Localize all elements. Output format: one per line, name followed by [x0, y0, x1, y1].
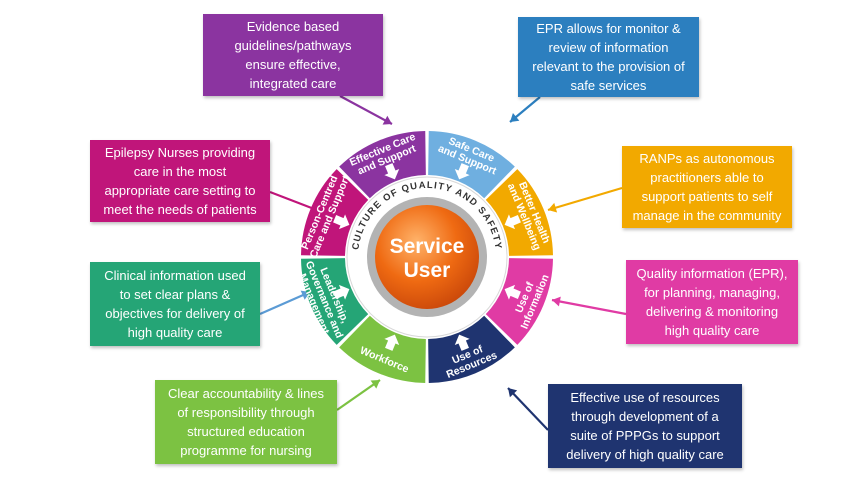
box-line: integrated care: [249, 76, 337, 91]
box-line: meet the needs of patients: [103, 202, 257, 217]
epilepsy-nurses-box: Epilepsy Nurses providing care in the mo…: [90, 140, 270, 222]
wheel-segment: [485, 169, 553, 256]
box-line: care in the most: [133, 164, 227, 179]
connector-line: [339, 95, 393, 125]
box-line: Quality information (EPR),: [636, 266, 788, 281]
epr-monitor-box: EPR allows for monitor & review of infor…: [518, 17, 699, 97]
box-line: delivery of high quality care: [566, 447, 724, 462]
box-line: support patients to self: [641, 189, 773, 204]
box-line: ensure effective,: [245, 57, 341, 72]
box-line: Clear accountability & lines: [167, 386, 325, 401]
connector-line: [259, 290, 311, 316]
box-line: for planning, managing,: [644, 285, 780, 300]
box-line: appropriate care setting to: [104, 183, 256, 198]
accountability-box: Clear accountability & lines of responsi…: [155, 380, 337, 464]
box-line: Clinical information used: [104, 268, 246, 283]
connector-arrowhead: [510, 113, 520, 122]
inward-arrow-icon: [333, 214, 350, 230]
box-line: high quality care: [664, 323, 760, 338]
wheel-segment: [301, 169, 369, 256]
wheel-segment: [485, 258, 553, 345]
inward-arrow-icon: [454, 163, 470, 180]
evidence-guidelines-box: Evidence based guidelines/pathways ensur…: [203, 14, 383, 96]
inward-arrow-icon: [504, 284, 521, 300]
box-line: practitioners able to: [650, 170, 764, 185]
connector-line: [507, 387, 549, 431]
box-line: objectives for delivery of: [105, 306, 245, 321]
connector-line: [551, 298, 627, 316]
box-line: manage in the community: [632, 208, 782, 223]
box-line: to set clear plans &: [119, 287, 231, 302]
wheel-segment: [339, 131, 426, 199]
inward-arrow-icon: [333, 284, 350, 300]
box-line: guidelines/pathways: [234, 38, 352, 53]
ranps-box: RANPs as autonomous practitioners able t…: [622, 146, 792, 228]
inward-arrow-icon: [384, 163, 400, 180]
wheel-segment: [428, 315, 515, 383]
wheel-segment: [301, 258, 369, 345]
box-line: relevant to the provision of: [532, 59, 685, 74]
box-line: programme for nursing: [180, 443, 312, 458]
box-line: of responsibility through: [177, 405, 315, 420]
box-line: safe services: [570, 78, 647, 93]
center-line-2: User: [404, 259, 451, 282]
connector-arrowhead: [552, 296, 561, 307]
box-line: suite of PPPGs to support: [570, 428, 720, 443]
inward-arrow-icon: [504, 214, 521, 230]
box-line: Evidence based: [246, 19, 340, 34]
inward-arrow-icon: [384, 334, 400, 351]
connector-line: [547, 186, 623, 212]
box-line: review of information: [548, 40, 669, 55]
connector-line: [336, 379, 381, 411]
box-line: through development of a: [571, 409, 719, 424]
quality-information-box: Quality information (EPR), for planning,…: [626, 260, 798, 344]
box-line: structured education: [187, 424, 305, 439]
box-line: Epilepsy Nurses providing: [104, 145, 256, 160]
connector-arrowhead: [548, 202, 558, 213]
box-line: Effective use of resources: [570, 390, 720, 405]
service-user-orb-inner: [375, 205, 479, 309]
wheel-segment: [339, 315, 426, 383]
center-line-1: Service: [390, 235, 465, 258]
connector-arrowhead: [382, 115, 392, 125]
box-line: RANPs as autonomous: [639, 151, 775, 166]
clinical-information-box: Clinical information used to set clear p…: [90, 262, 260, 346]
connector-arrowhead: [370, 380, 380, 389]
connector-arrowhead: [508, 388, 518, 398]
box-line: EPR allows for monitor &: [536, 21, 681, 36]
wheel-segment: [428, 131, 515, 199]
resources-box: Effective use of resources through devel…: [548, 384, 742, 468]
box-line: delivering & monitoring: [645, 304, 779, 319]
box-line: high quality care: [127, 325, 223, 340]
inward-arrow-icon: [454, 334, 470, 351]
